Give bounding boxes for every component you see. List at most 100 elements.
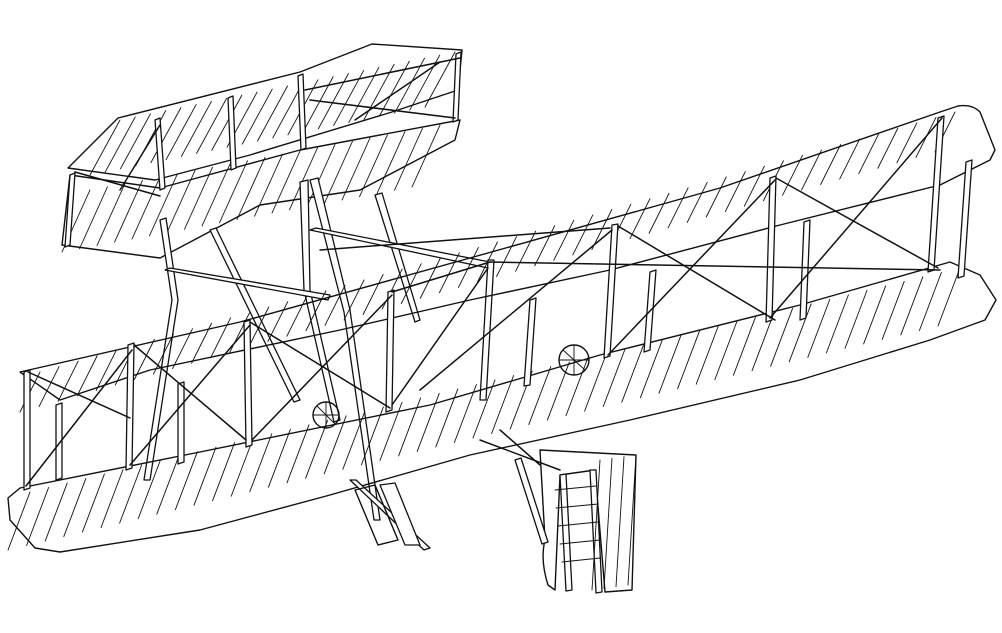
wing-rib	[44, 482, 68, 542]
wing-rib	[788, 303, 812, 363]
wing-rib	[801, 149, 823, 191]
wing-rib	[743, 165, 765, 207]
wing-rib	[63, 478, 87, 538]
wing-rib	[120, 113, 151, 170]
wing-rib	[348, 67, 380, 123]
wing-rib	[271, 150, 301, 214]
wing-rib	[26, 487, 50, 546]
wing-rib	[174, 451, 198, 511]
wing-rib	[379, 401, 403, 461]
wing-rib	[416, 392, 440, 452]
wing-rib	[419, 257, 441, 299]
wing-rib	[201, 163, 231, 227]
wing-rib	[172, 328, 193, 370]
wing-rib	[219, 160, 248, 224]
wing-rib	[272, 82, 304, 139]
wing-rib	[782, 154, 803, 196]
wing-rib	[38, 366, 60, 408]
wing-rib	[409, 54, 441, 111]
wing-rib	[241, 88, 273, 145]
wing-rib	[918, 272, 942, 331]
wing-rib	[705, 176, 727, 218]
wing-rib	[877, 127, 899, 169]
wing-rib	[658, 334, 682, 394]
wing-rib	[362, 274, 384, 315]
lower-wing	[7, 261, 997, 553]
wing-rib	[305, 419, 329, 479]
wing-rib	[400, 263, 422, 305]
wing-rib	[210, 317, 232, 359]
wing-rib	[881, 280, 905, 340]
wing-rib	[286, 424, 310, 484]
wing-rib	[863, 285, 887, 345]
wing-rib	[807, 298, 831, 358]
wing-rib	[57, 360, 79, 402]
propeller-right	[558, 344, 590, 376]
wing-rib	[621, 343, 645, 403]
wing-rib	[839, 138, 861, 180]
wing-rib	[858, 133, 880, 175]
wing-rib	[156, 455, 180, 515]
wing-rib	[7, 491, 31, 551]
wing-rib	[453, 384, 477, 443]
wing-rib	[289, 147, 318, 211]
wing-rib	[695, 325, 719, 385]
wing-rib	[306, 144, 336, 207]
wing-rib	[378, 60, 410, 117]
wing-rib	[180, 101, 212, 157]
wing-rib	[491, 375, 515, 434]
wing-rib	[937, 267, 961, 327]
wing-rib	[133, 339, 155, 380]
propeller-left	[312, 401, 340, 429]
wing-rib	[95, 349, 117, 391]
wing-rib	[286, 295, 308, 337]
wing-rib	[236, 157, 266, 220]
wing-rib	[546, 361, 570, 421]
wing-rib	[677, 330, 701, 390]
bracing-wires	[25, 117, 943, 487]
wing-rib	[411, 124, 441, 188]
wing-rib	[629, 198, 651, 240]
wing-rib	[714, 321, 738, 381]
wing-rib	[341, 137, 371, 201]
wing-rib	[724, 171, 746, 213]
wing-rib	[627, 454, 637, 586]
wing-rib	[165, 104, 197, 160]
wing-rib	[267, 428, 291, 488]
wing-rib	[323, 415, 347, 475]
wing-rib	[193, 446, 217, 506]
front-elevator	[61, 43, 463, 259]
landing-gear	[349, 479, 431, 551]
wing-rib	[119, 464, 143, 524]
wing-rib	[76, 355, 98, 397]
wing-rib	[342, 410, 366, 470]
wing-rib	[96, 183, 126, 246]
wing-rib	[254, 153, 283, 217]
wing-rib	[515, 230, 537, 272]
wing-rib	[89, 119, 121, 176]
wing-rib	[438, 252, 460, 294]
wing-rib	[435, 388, 459, 448]
wing-rib	[360, 406, 384, 466]
wing-rib	[457, 246, 479, 288]
wing-rib	[686, 181, 708, 223]
wing-rib	[184, 166, 213, 230]
wing-rib	[150, 107, 182, 164]
wing-rib	[324, 140, 353, 204]
wing-rib	[333, 70, 365, 126]
wing-rib	[114, 179, 143, 243]
tail-fin	[479, 429, 637, 594]
wing-rib	[376, 131, 406, 194]
wing-rib	[603, 457, 613, 589]
wing-rib	[166, 170, 196, 233]
wing-rib	[496, 236, 518, 278]
wing-rib	[648, 192, 670, 234]
wing-rib	[212, 442, 236, 502]
wing-rib	[424, 51, 456, 108]
wing-rib	[770, 307, 794, 367]
wing-rib	[900, 276, 924, 336]
wing-rib	[131, 176, 161, 240]
wing-rib	[79, 186, 108, 250]
